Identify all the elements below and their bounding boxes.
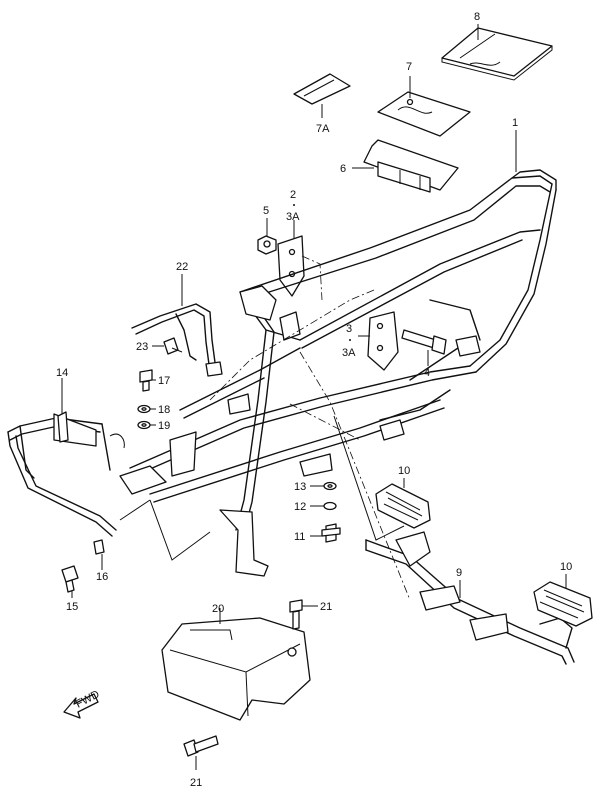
callout-16: 16: [96, 571, 108, 583]
part-10-footrest-rubber-right: [533, 581, 593, 627]
callout-13: 13: [294, 481, 306, 493]
fwd-arrow-icon: FWD: [63, 688, 102, 719]
callout-12: 12: [294, 501, 306, 513]
callout-14: 14: [56, 367, 68, 379]
part-10-footrest-rubber-left: [375, 483, 431, 529]
callout-3a-top: 3A: [286, 211, 300, 223]
callout-17: 17: [158, 375, 170, 387]
part-23-bolt: [163, 337, 183, 355]
callout-7: 7: [406, 61, 412, 73]
part-8-sheet: [441, 27, 553, 81]
callout-21-bottom: 21: [190, 777, 202, 789]
part-14-rear-carrier: [7, 411, 125, 537]
callout-2: 2: [290, 189, 296, 201]
callout-23: 23: [136, 341, 148, 353]
callout-11: 11: [294, 531, 305, 543]
part-15-bolt: [61, 565, 79, 593]
part-7a-tag: [293, 73, 351, 105]
part-3-bracket: [367, 311, 399, 371]
part-17-bolt: [139, 369, 153, 392]
callout-8: 8: [474, 11, 480, 23]
callout-21-top: 21: [320, 601, 332, 613]
part-16-clip: [93, 539, 105, 555]
callout-22: 22: [176, 261, 188, 273]
callout-3a-mid: 3A: [342, 347, 356, 359]
part-22-grab-bar: [131, 303, 223, 377]
callout-5: 5: [263, 205, 269, 217]
part-21-bolt-bottom: [183, 735, 219, 757]
part-2-bracket: [277, 235, 305, 297]
callout-18: 18: [158, 404, 170, 416]
callout-2-dot: [293, 204, 295, 206]
callout-10-right: 10: [560, 561, 572, 573]
part-20-cover: [161, 617, 311, 721]
part-13-washer: [323, 481, 337, 491]
part-18-washer: [137, 404, 151, 414]
callout-3: 3: [346, 323, 352, 335]
callout-6: 6: [340, 163, 346, 175]
part-11-bolt: [321, 523, 341, 543]
part-7-pad: [377, 91, 471, 137]
part-1-main-frame: [119, 169, 557, 577]
part-6-tray: [363, 139, 459, 193]
part-21-bolt-top: [289, 599, 303, 630]
callout-20: 20: [212, 603, 224, 615]
part-9-footrest-bar: [365, 531, 575, 665]
part-5-nut: [257, 235, 277, 255]
callout-9: 9: [456, 567, 462, 579]
part-19-washer: [137, 420, 151, 430]
callout-19: 19: [158, 420, 170, 432]
callout-3-dot: [349, 339, 351, 341]
part-4-bolt: [401, 329, 447, 355]
callout-4: 4: [424, 367, 430, 379]
part-12-washer: [323, 501, 337, 511]
callout-7a: 7A: [316, 123, 330, 135]
callout-1: 1: [512, 117, 518, 129]
callout-15: 15: [66, 601, 78, 613]
callout-10-top: 10: [398, 465, 410, 477]
